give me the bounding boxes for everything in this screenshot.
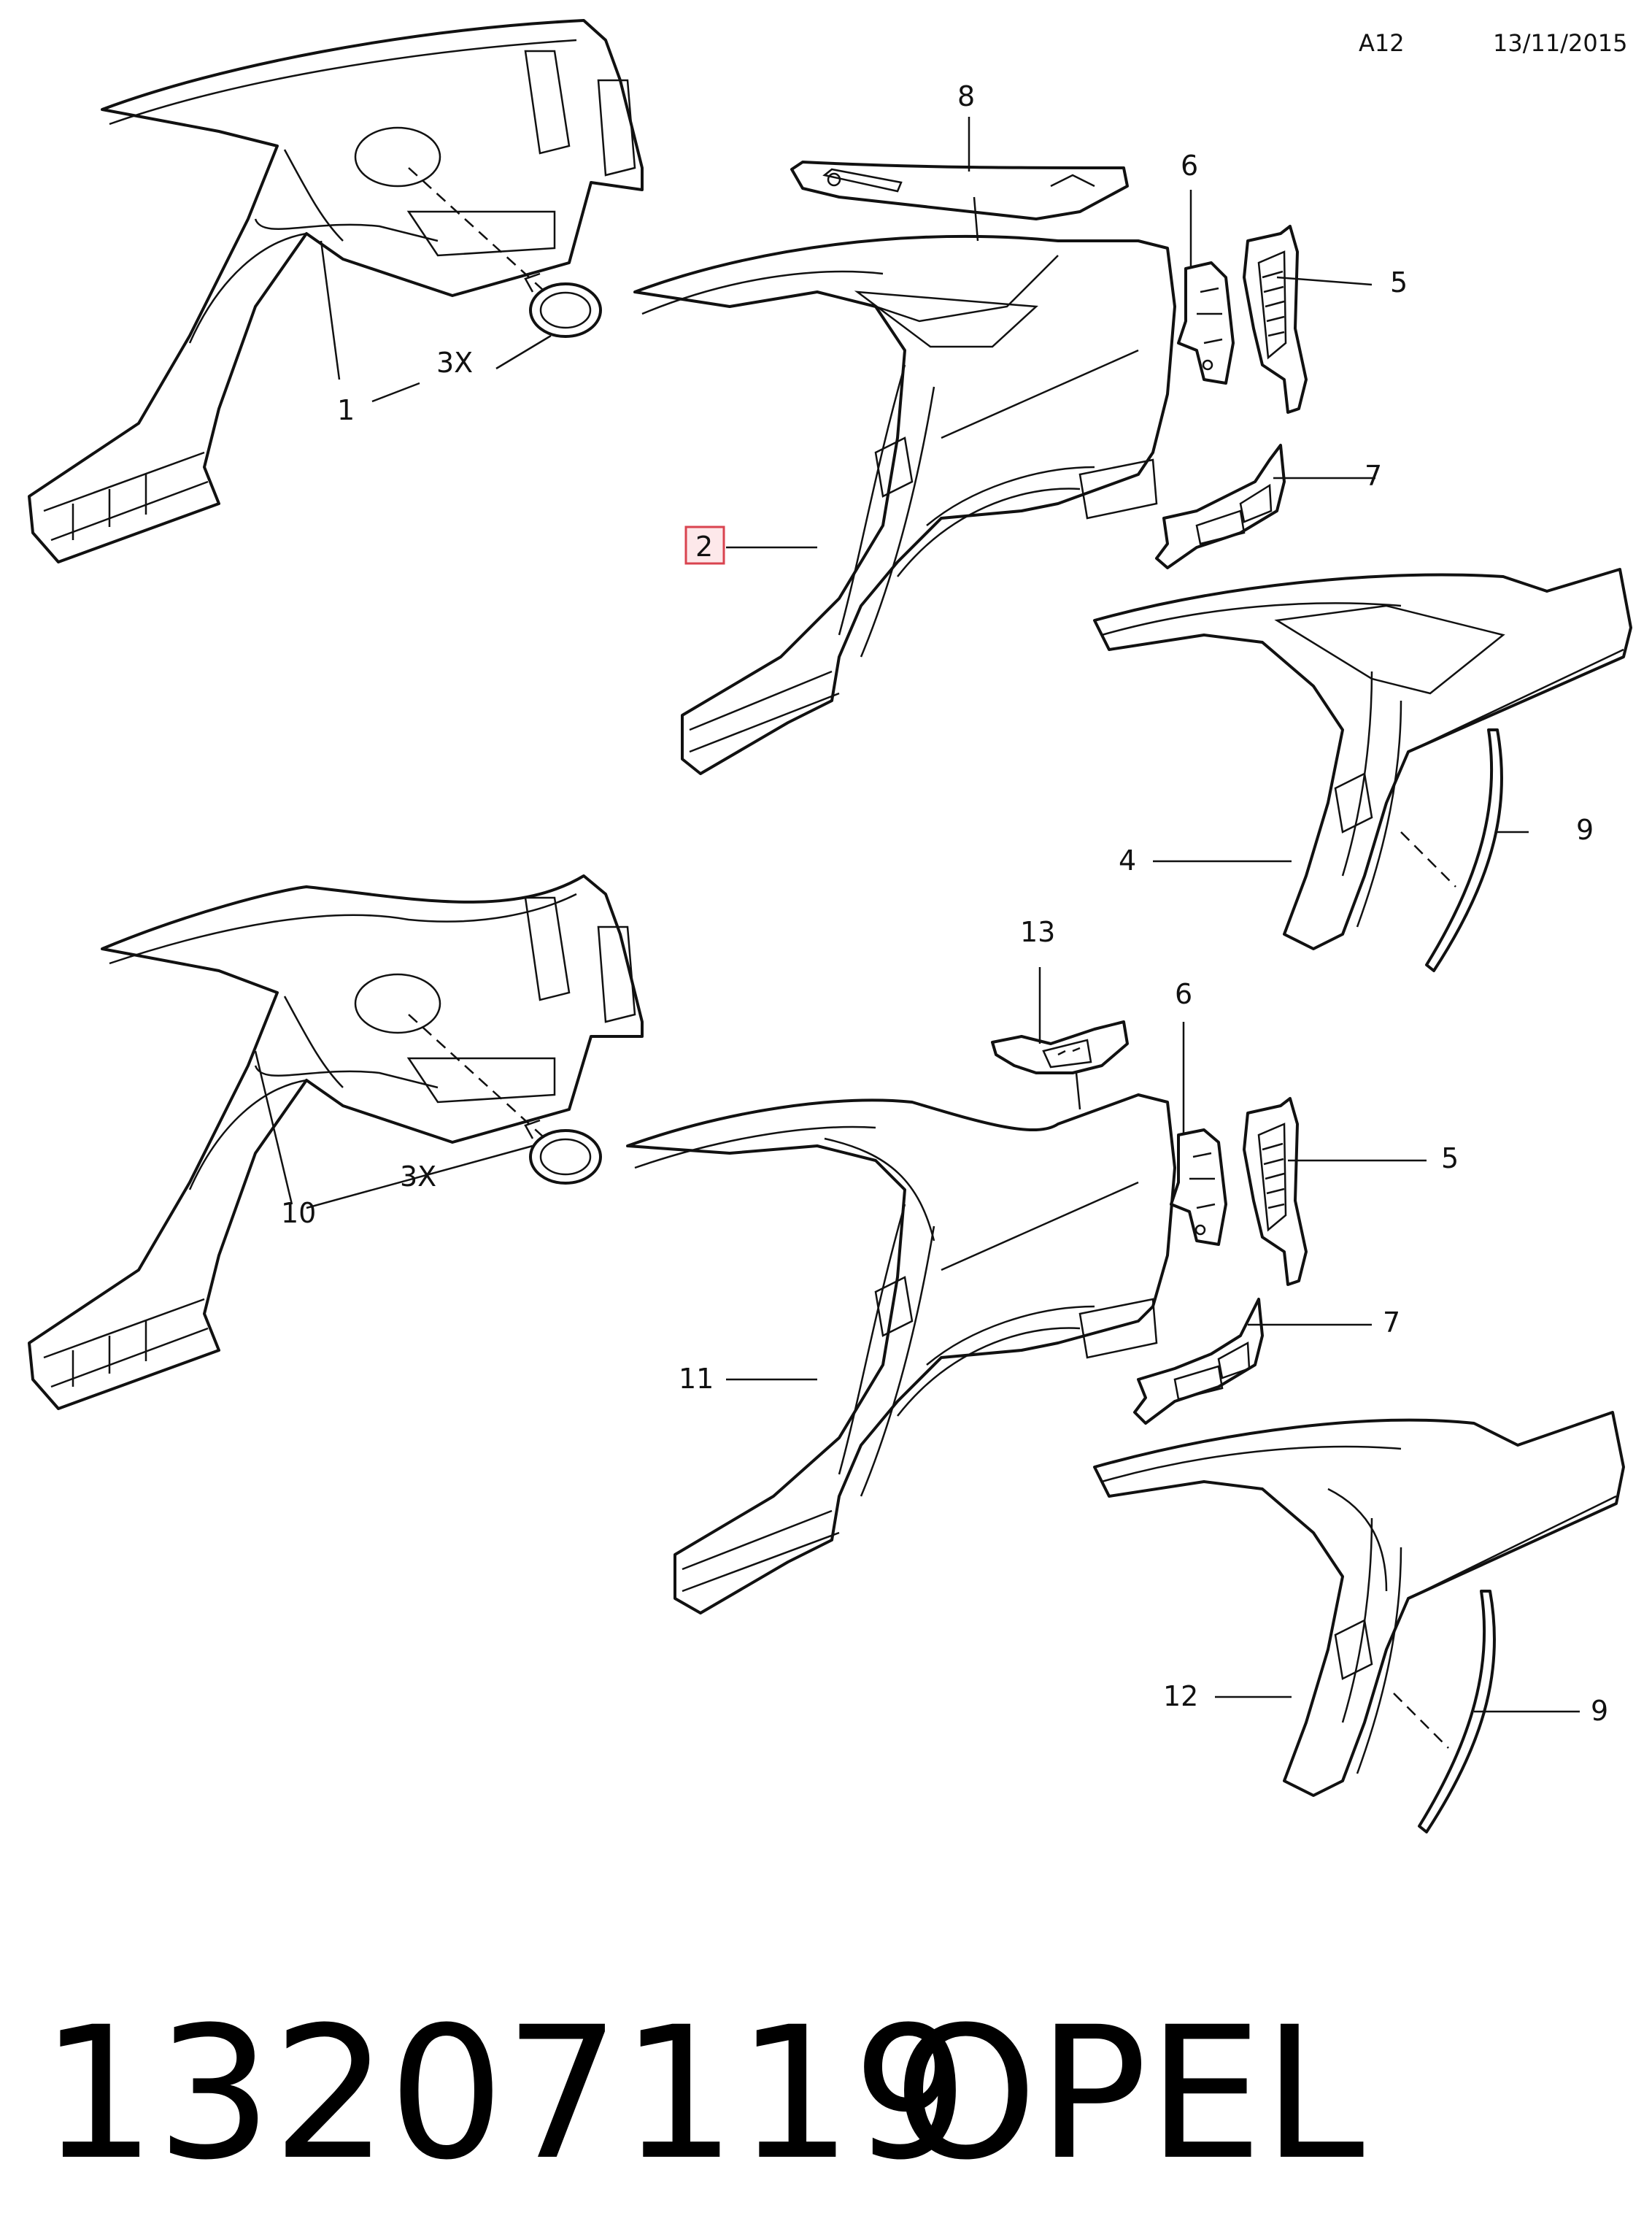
leader-lines — [254, 117, 1580, 1713]
part-10-inner-side-panel — [28, 874, 644, 1410]
callout-4: 4 — [1119, 844, 1136, 877]
callout-9-top: 9 — [1576, 814, 1594, 846]
callout-6-bottom: 6 — [1175, 978, 1192, 1010]
callout-10: 10 — [281, 1197, 316, 1229]
callout-13: 13 — [1020, 916, 1055, 948]
callout-9-bottom: 9 — [1591, 1695, 1608, 1727]
part-9-seal-strip-top — [1400, 728, 1504, 972]
callout-5-top: 5 — [1390, 266, 1408, 299]
part-6-bracket-bottom — [1170, 1128, 1227, 1246]
part-13-rear-panel-piece — [991, 1020, 1129, 1074]
part-7-lower-bracket-bottom — [1133, 1298, 1264, 1425]
callout-3x-bottom: 3X — [400, 1160, 436, 1193]
part-5-rear-bracket-top — [1243, 225, 1308, 414]
part-3x-fuel-filler-bottom — [408, 1014, 602, 1185]
part-12-inner-section — [1093, 1411, 1625, 1797]
part-5-rear-bracket-bottom — [1243, 1097, 1308, 1286]
part-number: 13207119 — [40, 1987, 968, 2200]
callout-7-bottom: 7 — [1383, 1306, 1400, 1339]
part-2-outer-quarter-panel — [633, 234, 1176, 775]
brand-name: OPEL — [894, 1987, 1365, 2200]
callout-1: 1 — [337, 394, 355, 426]
part-7-lower-bracket-top — [1155, 444, 1286, 569]
callout-3x-top: 3X — [436, 347, 473, 379]
part-4-inner-section — [1093, 568, 1632, 950]
callout-8: 8 — [957, 80, 975, 112]
part-1-inner-side-panel — [28, 19, 644, 563]
callout-7-top: 7 — [1365, 460, 1382, 492]
callout-2: 2 — [695, 531, 713, 563]
callout-5-bottom: 5 — [1441, 1142, 1459, 1174]
part-8-roof-rail — [790, 161, 1129, 220]
callout-11: 11 — [679, 1363, 714, 1395]
callout-6-top: 6 — [1181, 150, 1198, 182]
part-6-bracket-top — [1177, 261, 1235, 385]
callout-2-highlight[interactable] — [684, 526, 725, 565]
sheet-date: 13/11/2015 — [1493, 29, 1627, 57]
callout-12: 12 — [1163, 1680, 1198, 1712]
part-3x-fuel-filler-top — [408, 167, 602, 338]
sheet-code: A12 — [1359, 29, 1405, 57]
part-11-outer-quarter-panel — [626, 1093, 1176, 1614]
